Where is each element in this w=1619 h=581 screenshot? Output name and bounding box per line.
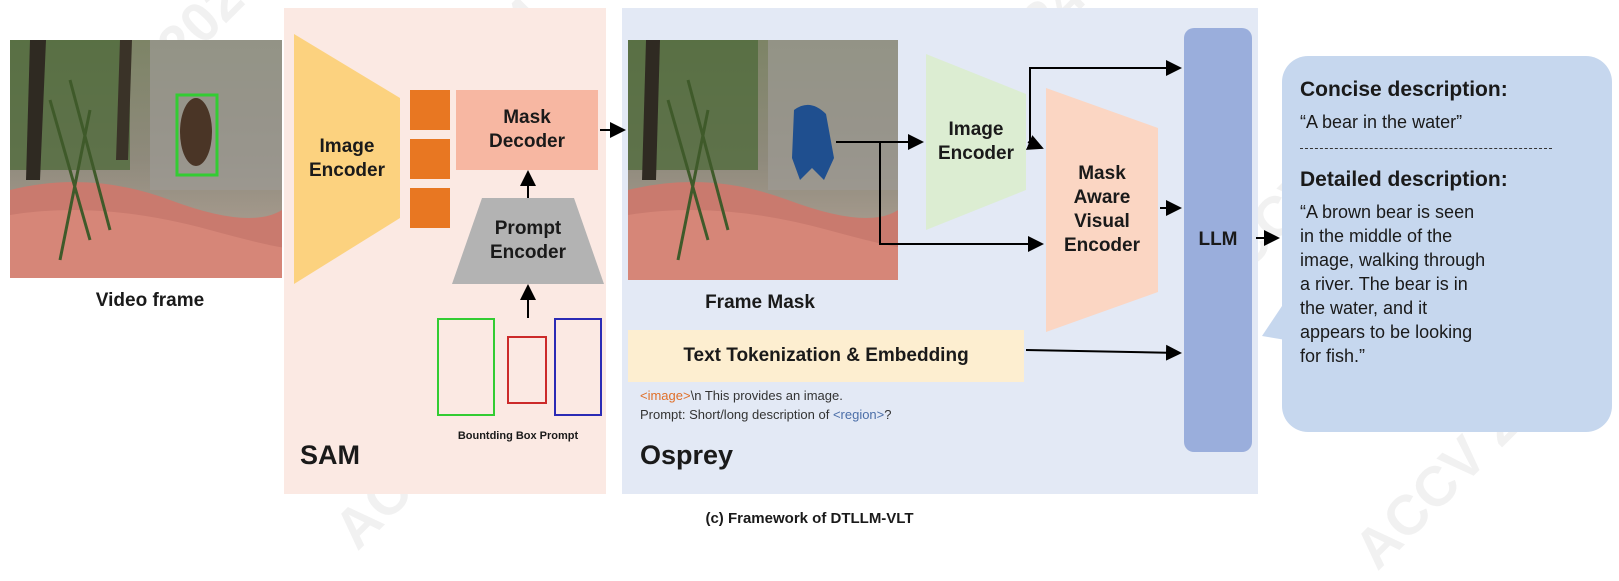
- detailed-line: a river. The bear is in: [1300, 274, 1468, 294]
- image-tag: <image>: [640, 388, 691, 403]
- bubble-divider: [1300, 148, 1552, 149]
- frame-mask-image: [628, 40, 898, 280]
- bbox-green-overlay: [175, 93, 219, 177]
- mask-aware-visual-encoder: Mask Aware Visual Encoder: [1046, 88, 1158, 332]
- image-embedding-token: [410, 90, 450, 130]
- text-tokenization-label: Text Tokenization & Embedding: [683, 345, 969, 366]
- image-embedding-token: [410, 188, 450, 228]
- concise-text: “A bear in the water”: [1300, 112, 1463, 132]
- prompt-encoder-line2: Encoder: [489, 242, 567, 263]
- bbox-prompt-red: [507, 336, 547, 404]
- llm-label: LLM: [1198, 229, 1238, 250]
- sam-title: SAM: [300, 440, 360, 470]
- video-frame-image: [10, 40, 282, 278]
- prompt-encoder-line1: Prompt: [494, 218, 562, 239]
- mask-aware-line3: Visual: [1074, 211, 1130, 232]
- bbox-prompt-green: [437, 318, 495, 416]
- arrow-image-encoder-to-mask-aware: [1025, 135, 1044, 150]
- mask-aware-line1: Mask: [1078, 163, 1126, 184]
- osprey-title: Osprey: [640, 440, 734, 470]
- detailed-line: the water, and it: [1300, 298, 1428, 318]
- image-embedding-token: [410, 139, 450, 179]
- sam-image-encoder-line2: Encoder: [308, 160, 386, 181]
- figure-caption: (c) Framework of DTLLM-VLT: [705, 510, 914, 527]
- bbox-prompt-blue: [554, 318, 602, 416]
- osprey-image-encoder: Image Encoder: [926, 54, 1026, 230]
- detailed-heading: Detailed description:: [1300, 168, 1508, 191]
- mask-decoder-line2: Decoder: [488, 131, 566, 152]
- detailed-line: for fish.”: [1300, 346, 1366, 366]
- frame-mask-label: Frame Mask: [705, 292, 815, 313]
- mask-overlay: [792, 104, 834, 180]
- text-tokenization-box: Text Tokenization & Embedding: [628, 330, 1024, 382]
- prompt-line-2: Prompt: Short/long description of <regio…: [640, 405, 1040, 424]
- arrow-text-to-llm: [1025, 344, 1182, 361]
- detailed-line: appears to be looking: [1300, 322, 1473, 342]
- mask-decoder-line1: Mask: [503, 107, 551, 128]
- llm-block: LLM: [1184, 28, 1252, 452]
- detailed-line: in the middle of the: [1300, 226, 1453, 246]
- detailed-text: “A brown bear is seen in the middle of t…: [1300, 200, 1606, 368]
- mask-aware-line4: Encoder: [1063, 235, 1141, 256]
- output-bubble: [1282, 56, 1612, 432]
- prompt-encoder: Prompt Encoder: [452, 198, 604, 284]
- prompt-line-2-suffix: ?: [884, 407, 892, 422]
- video-frame-label: Video frame: [95, 290, 205, 311]
- osprey-image-encoder-line1: Image: [948, 119, 1004, 140]
- bbox-prompt-label: Bountding Box Prompt: [457, 430, 579, 442]
- sam-image-encoder-line1: Image: [319, 136, 375, 157]
- prompt-template: <image>\n This provides an image. Prompt…: [640, 386, 1040, 424]
- mask-aware-line2: Aware: [1073, 187, 1131, 208]
- detailed-line: “A brown bear is seen: [1300, 202, 1475, 222]
- detailed-line: image, walking through: [1300, 250, 1486, 270]
- sam-image-encoder: Image Encoder: [294, 34, 400, 284]
- prompt-line-1-rest: \n This provides an image.: [690, 388, 843, 403]
- prompt-line-1: <image>\n This provides an image.: [640, 386, 1040, 405]
- output-bubble-tail: [1262, 300, 1286, 340]
- mask-decoder: Mask Decoder: [456, 90, 598, 170]
- arrow-mask-to-mask-aware: [879, 142, 1044, 252]
- osprey-image-encoder-line2: Encoder: [937, 143, 1015, 164]
- arrow-image-encoder-to-llm: [1029, 60, 1182, 142]
- concise-heading: Concise description:: [1300, 78, 1508, 101]
- flow-arrows: [520, 60, 1280, 361]
- prompt-line-2-prefix: Prompt: Short/long description of: [640, 407, 833, 422]
- region-tag: <region>: [832, 407, 885, 422]
